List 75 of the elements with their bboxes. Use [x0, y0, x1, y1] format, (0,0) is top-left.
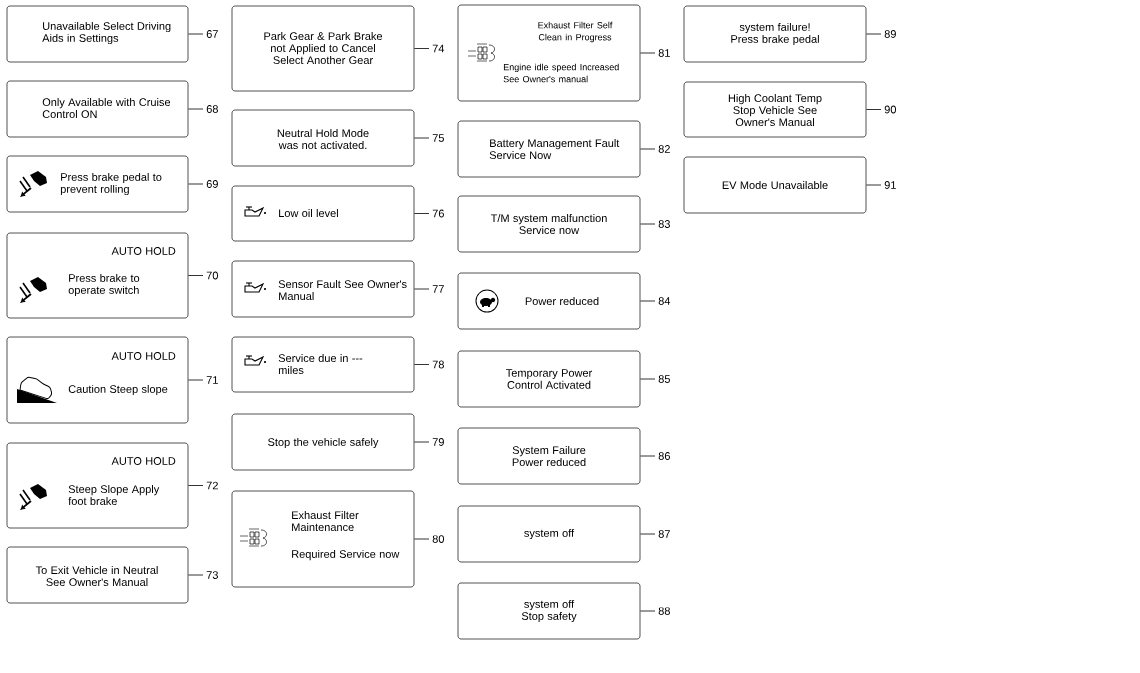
message-box: Unavailable Select Driving Aids in Settings	[6, 5, 189, 63]
leader-line	[414, 48, 430, 49]
leader-line	[640, 378, 656, 380]
leader-line	[414, 213, 430, 214]
leader-line	[866, 33, 882, 35]
callout-number: 74	[432, 44, 445, 53]
message-box: Exhaust Filter Self Clean in Progress Engine idle speed Increased See Owner's manual	[457, 4, 641, 102]
callout-number: 87	[658, 530, 670, 538]
message-box: Park Gear & Park Brake not Applied to Cancel Select Another Gear	[231, 5, 415, 92]
message-box: Stop the vehicle safely	[231, 413, 415, 471]
callout-number: 77	[432, 285, 444, 293]
message-box: EV Mode Unavailable	[683, 156, 867, 214]
message-box: Neutral Hold Mode was not activated.	[231, 109, 415, 167]
message-box: AUTO HOLD Press brake to operate switch	[6, 232, 189, 319]
message-box: High Coolant Temp Stop Vehicle See Owner's Manual	[683, 81, 867, 138]
callout-number: 88	[658, 607, 670, 615]
leader-line	[414, 364, 430, 365]
message-box: Sensor Fault See Owner's Manual	[231, 260, 415, 318]
message-box: Press brake pedal to prevent rolling	[6, 155, 189, 213]
leader-line	[640, 610, 656, 612]
leader-line	[188, 33, 204, 35]
callout-number: 86	[658, 452, 670, 460]
leader-line	[640, 223, 656, 225]
callout-number: 71	[206, 376, 218, 384]
message-box: system off Stop safety	[457, 582, 641, 640]
leader-line	[188, 275, 204, 276]
callout-number: 78	[432, 360, 444, 369]
leader-line	[188, 485, 204, 486]
callout-number: 81	[658, 49, 670, 57]
message-box: Exhaust Filter Maintenance Required Service now	[231, 490, 415, 588]
callout-number: 85	[658, 375, 670, 383]
callout-number: 84	[658, 297, 671, 305]
callout-number: 82	[658, 145, 670, 153]
message-box: system off	[457, 505, 641, 563]
message-box: System Failure Power reduced	[457, 427, 641, 485]
leader-line	[640, 52, 656, 54]
leader-line	[866, 109, 882, 110]
callout-number: 83	[658, 220, 670, 228]
leader-line	[414, 441, 430, 443]
leader-line	[188, 574, 204, 576]
message-box: Only Available with Cruise Control ON	[6, 80, 189, 138]
callout-number: 70	[206, 271, 218, 280]
leader-line	[640, 300, 656, 302]
leader-line	[640, 455, 656, 457]
leader-line	[866, 184, 882, 186]
callout-number: 73	[206, 571, 218, 579]
leader-line	[640, 533, 656, 535]
message-box: Low oil level	[231, 185, 415, 242]
callout-number: 89	[884, 30, 896, 38]
message-box: system failure! Press brake pedal	[683, 5, 867, 63]
leader-line	[414, 137, 430, 139]
message-box: Power reduced	[457, 272, 641, 330]
leader-line	[640, 148, 656, 150]
leader-line	[188, 379, 204, 381]
message-box: Battery Management Fault Service Now	[457, 120, 641, 178]
callout-number: 79	[432, 438, 444, 446]
callout-number: 90	[884, 105, 896, 114]
message-box: To Exit Vehicle in Neutral See Owner's Manual	[6, 546, 189, 604]
leader-line	[414, 538, 430, 540]
message-box: Temporary Power Control Activated	[457, 350, 641, 408]
callout-number: 75	[432, 134, 444, 142]
callout-number: 76	[432, 209, 444, 218]
callout-number: 69	[206, 180, 218, 188]
leader-line	[188, 183, 204, 185]
leader-line	[414, 288, 430, 290]
message-box: Service due in ---miles	[231, 336, 415, 393]
callout-number: 80	[432, 535, 444, 543]
message-box: T/M system malfunction Service now	[457, 195, 641, 253]
message-box: AUTO HOLD Caution Steep slope	[6, 336, 189, 424]
callout-number: 72	[206, 481, 218, 490]
leader-line	[188, 108, 204, 110]
callout-number: 67	[206, 30, 218, 38]
callout-number: 68	[206, 105, 218, 113]
message-box: AUTO HOLD Steep Slope Apply foot brake	[6, 442, 189, 529]
callout-number: 91	[884, 181, 896, 189]
